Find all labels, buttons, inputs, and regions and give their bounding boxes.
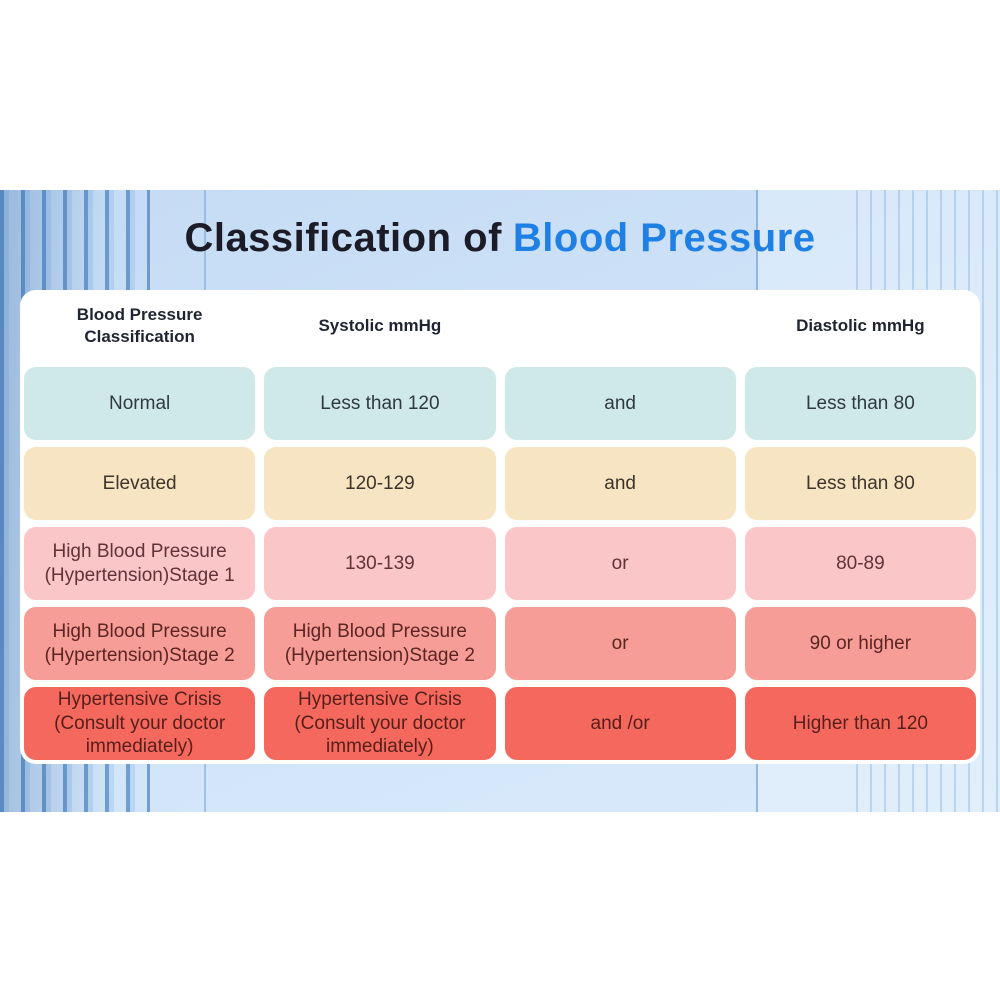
cell-hypertensive-crisis-diastolic: Higher than 120 (744, 687, 976, 760)
cell-hypertension-stage-2-connector: or (504, 607, 736, 680)
cell-hypertensive-crisis-classification: Hypertensive Crisis (Consult your doctor… (24, 687, 256, 760)
table-row-elevated: Elevated 120-129 and Less than 80 (24, 447, 976, 520)
cell-normal-classification: Normal (24, 367, 256, 440)
cell-elevated-connector: and (504, 447, 736, 520)
cell-hypertensive-crisis-connector: and /or (504, 687, 736, 760)
col-header-classification: Blood Pressure Classification (76, 304, 203, 346)
cell-hypertension-stage-2-systolic: High Blood Pressure (Hypertension)Stage … (264, 607, 496, 680)
cell-elevated-systolic: 120-129 (264, 447, 496, 520)
table-row-hypertension-stage-2: High Blood Pressure (Hypertension)Stage … (24, 607, 976, 680)
table-row-normal: Normal Less than 120 and Less than 80 (24, 367, 976, 440)
cell-hypertension-stage-2-classification: High Blood Pressure (Hypertension)Stage … (24, 607, 256, 680)
table-rows: Normal Less than 120 and Less than 80 El… (24, 367, 976, 760)
table-header-row: Blood Pressure Classification Systolic m… (24, 290, 976, 362)
col-header-diastolic: Diastolic mmHg (796, 315, 925, 335)
page-title-prefix: Classification of (184, 216, 502, 260)
bp-classification-table: Blood Pressure Classification Systolic m… (20, 290, 980, 764)
cell-normal-diastolic: Less than 80 (744, 367, 976, 440)
cell-elevated-classification: Elevated (24, 447, 256, 520)
table-row-hypertensive-crisis: Hypertensive Crisis (Consult your doctor… (24, 687, 976, 760)
cell-hypertension-stage-1-systolic: 130-139 (264, 527, 496, 600)
page-title-highlight: Blood Pressure (512, 216, 816, 260)
cell-normal-connector: and (504, 367, 736, 440)
col-header-systolic: Systolic mmHg (318, 315, 442, 335)
cell-hypertension-stage-1-classification: High Blood Pressure (Hypertension)Stage … (24, 527, 256, 600)
cell-normal-systolic: Less than 120 (264, 367, 496, 440)
cell-hypertensive-crisis-systolic: Hypertensive Crisis (Consult your doctor… (264, 687, 496, 760)
cell-hypertension-stage-2-diastolic: 90 or higher (744, 607, 976, 680)
cell-elevated-diastolic: Less than 80 (744, 447, 976, 520)
cell-hypertension-stage-1-diastolic: 80-89 (744, 527, 976, 600)
table-row-hypertension-stage-1: High Blood Pressure (Hypertension)Stage … (24, 527, 976, 600)
cell-hypertension-stage-1-connector: or (504, 527, 736, 600)
